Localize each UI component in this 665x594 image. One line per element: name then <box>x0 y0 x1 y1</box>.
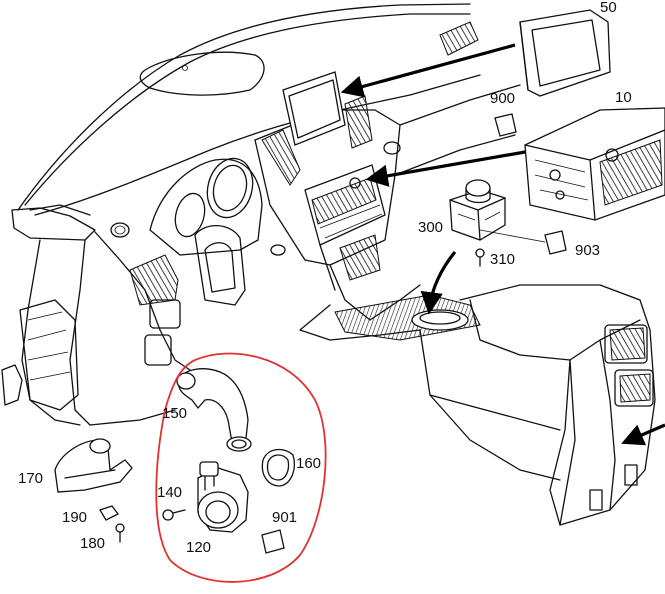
callout-120: 120 <box>186 539 211 556</box>
callout-160: 160 <box>296 455 321 472</box>
callout-150: 150 <box>162 405 187 422</box>
part-50-display <box>519 9 611 97</box>
callout-180: 180 <box>80 535 105 552</box>
callout-labels: 50 900 10 300 310 903 150 160 140 901 12… <box>18 0 632 556</box>
dashboard-outline <box>1 3 656 526</box>
callout-170: 170 <box>18 470 43 487</box>
callout-10: 10 <box>615 89 632 106</box>
part-190-clip <box>99 505 119 521</box>
callout-903: 903 <box>575 242 600 259</box>
callout-190: 190 <box>62 509 87 526</box>
leader-lines <box>340 43 665 446</box>
part-180-screw <box>115 523 125 543</box>
callout-310: 310 <box>490 251 515 268</box>
callout-901: 901 <box>272 509 297 526</box>
highlighted-duct-assembly <box>155 352 327 583</box>
part-170-air-duct <box>54 438 133 493</box>
part-10-head-unit <box>524 107 665 221</box>
callout-900: 900 <box>490 90 515 107</box>
part-900-tape <box>494 113 517 137</box>
callout-50: 50 <box>600 0 617 16</box>
part-903-tape <box>544 230 567 255</box>
callout-300: 300 <box>418 219 443 236</box>
part-901-tape <box>261 529 285 554</box>
part-310-screw <box>475 248 485 267</box>
part-300-controller <box>449 179 506 241</box>
callout-140: 140 <box>157 484 182 501</box>
